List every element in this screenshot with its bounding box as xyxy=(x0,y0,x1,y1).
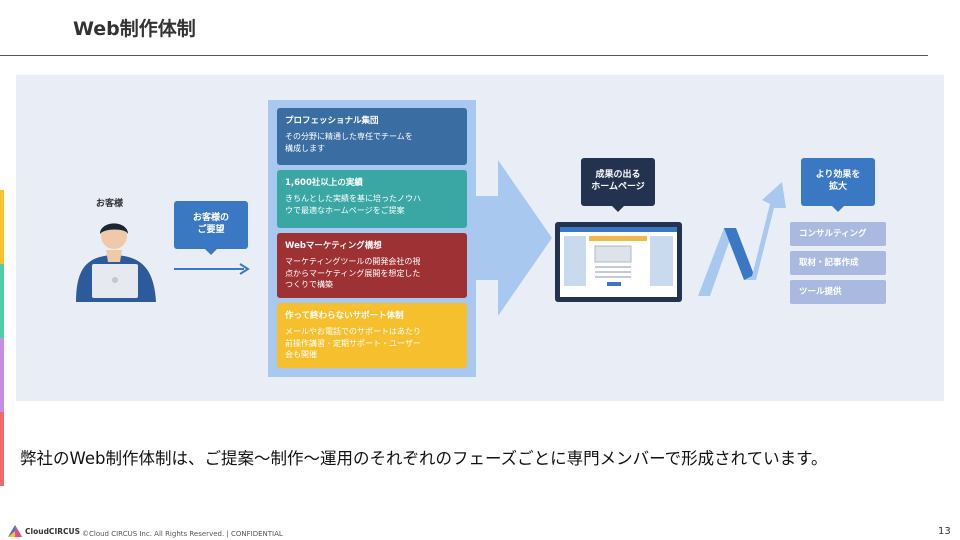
logo-text: CloudCIRCUS xyxy=(25,526,81,536)
effect-line-1: より効果を xyxy=(815,170,861,180)
feature-heading: 1,600社以上の実績 xyxy=(285,178,363,188)
accent-bar-red xyxy=(0,412,4,486)
result-line-2: ホームページ xyxy=(591,182,645,193)
accent-bar-green xyxy=(0,264,4,338)
logo-mark-icon xyxy=(8,525,22,537)
customer-label: お客様 xyxy=(96,199,124,209)
feature-text-line: メールやお電話でのサポートはあたり xyxy=(285,327,421,336)
feature-text-line: 会も開催 xyxy=(285,350,317,360)
feature-text-line: 構成します xyxy=(285,143,325,153)
feature-text-line: つくりで構築 xyxy=(285,280,333,290)
feature-card-professional: プロフェッショナル集団 その分野に精通した専任でチームを 構成します xyxy=(277,108,467,165)
customer-request-line-2: ご要望 xyxy=(197,225,225,236)
feature-card-support: 作って終わらないサポート体制 メールやお電話でのサポートはあたり 前操作講習・定… xyxy=(277,303,467,368)
customer-illustration xyxy=(76,223,156,302)
result-bubble: 成果の出る ホームページ xyxy=(581,158,655,212)
effect-bubble: より効果を 拡大 xyxy=(801,158,875,212)
feature-text-line: きちんとした実績を基に培ったノウハ xyxy=(285,194,421,203)
growth-arrow-icon xyxy=(698,182,786,296)
customer-request-line-1: お客様の xyxy=(192,213,229,223)
feature-text-line: 点からマーケティング展開を想定した xyxy=(285,268,421,278)
feature-card-web-marketing: Webマーケティング構想 マーケティングツールの開発会社の視 点からマーケティン… xyxy=(277,233,467,298)
flow-arrow-icon xyxy=(476,160,552,316)
copyright-text: ©Cloud CIRCUS Inc. All Rights Reserved. … xyxy=(82,530,283,538)
accent-bar-yellow xyxy=(0,190,4,264)
feature-text-line: その分野に精通した専任でチームを xyxy=(285,132,413,141)
result-line-1: 成果の出る xyxy=(595,170,641,180)
homepage-monitor-icon xyxy=(555,222,682,302)
page-title: Web制作体制 xyxy=(73,18,196,40)
title-divider xyxy=(0,55,928,56)
feature-heading: Webマーケティング構想 xyxy=(285,241,382,251)
feature-text-line: ウで最適なホームページをご提案 xyxy=(285,205,405,215)
service-consulting: コンサルティング xyxy=(790,222,886,246)
feature-card-track-record: 1,600社以上の実績 きちんとした実績を基に培ったノウハ ウで最適なホームペー… xyxy=(277,170,467,228)
feature-text-line: マーケティングツールの開発会社の視 xyxy=(285,257,421,266)
cloudcircus-logo: CloudCIRCUS xyxy=(8,525,80,537)
service-tool-provision: ツール提供 xyxy=(790,280,886,304)
feature-heading: プロフェッショナル集団 xyxy=(285,116,379,126)
summary-text: 弊社のWeb制作体制は、ご提案～制作～運用のそれぞれのフェーズごとに専門メンバー… xyxy=(20,449,828,468)
service-interview-writing: 取材・記事作成 xyxy=(790,251,886,275)
customer-request-bubble: お客様の ご要望 xyxy=(174,201,248,255)
arrow-right-icon xyxy=(174,263,250,275)
page-number: 13 xyxy=(938,526,951,537)
accent-bar-purple xyxy=(0,338,4,412)
effect-line-2: 拡大 xyxy=(828,182,847,193)
feature-text-line: 前操作講習・定期サポート・ユーザー xyxy=(285,338,421,348)
feature-heading: 作って終わらないサポート体制 xyxy=(285,311,404,321)
